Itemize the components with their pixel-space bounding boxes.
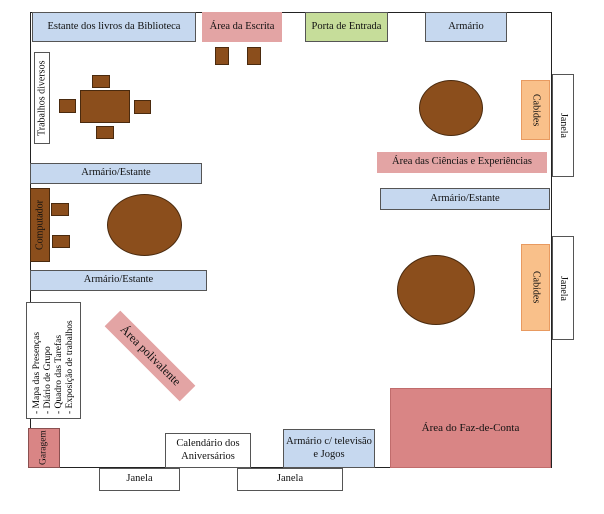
garage-area: Garagem [28,428,60,468]
writing-area: Área da Escrita [202,12,282,42]
rectangular-table [80,90,130,123]
coat-hangers-upper: Cabides [521,80,550,140]
stool [215,47,229,65]
window-bottom-left: Janela [99,468,180,491]
list-item: Mapa das Presenças [32,307,43,414]
window-right-lower: Janela [552,236,574,340]
list-item: Quadro das Tarefas [54,307,65,414]
cabinet-shelf-right: Armário/Estante [380,188,550,210]
wall-info-board: Mapa das Presenças Diário de Grupo Quadr… [26,302,81,419]
round-table-left [107,194,182,256]
round-table-right-lower [397,255,475,325]
list-item: Diário de Grupo [43,307,54,414]
round-table-right-upper [419,80,483,136]
science-area: Área das Ciências e Experiências [377,152,547,173]
chair [51,203,69,216]
entrance-door: Porta de Entrada [305,12,388,42]
chair [134,100,151,114]
chair [59,99,76,113]
window-right-upper: Janela [552,74,574,177]
pretend-play-area: Área do Faz-de-Conta [390,388,551,468]
computer-desk: Computador [30,188,50,262]
top-cabinet: Armário [425,12,507,42]
various-works-board: Trabalhos diversos [34,52,50,144]
list-item: Exposição de trabalhos [64,307,75,414]
library-bookshelf: Estante dos livros da Biblioteca [32,12,196,42]
cabinet-shelf-left-upper: Armário/Estante [30,163,202,184]
cabinet-shelf-left-lower: Armário/Estante [30,270,207,291]
wall-info-list: Mapa das Presenças Diário de Grupo Quadr… [30,303,78,418]
chair [92,75,110,88]
coat-hangers-lower: Cabides [521,244,550,331]
window-bottom-right: Janela [237,468,343,491]
tv-games-cabinet: Armário c/ televisão e Jogos [283,429,375,468]
stool [247,47,261,65]
birthday-calendar: Calendário dos Aniversários [165,433,251,468]
chair [52,235,70,248]
chair [96,126,114,139]
